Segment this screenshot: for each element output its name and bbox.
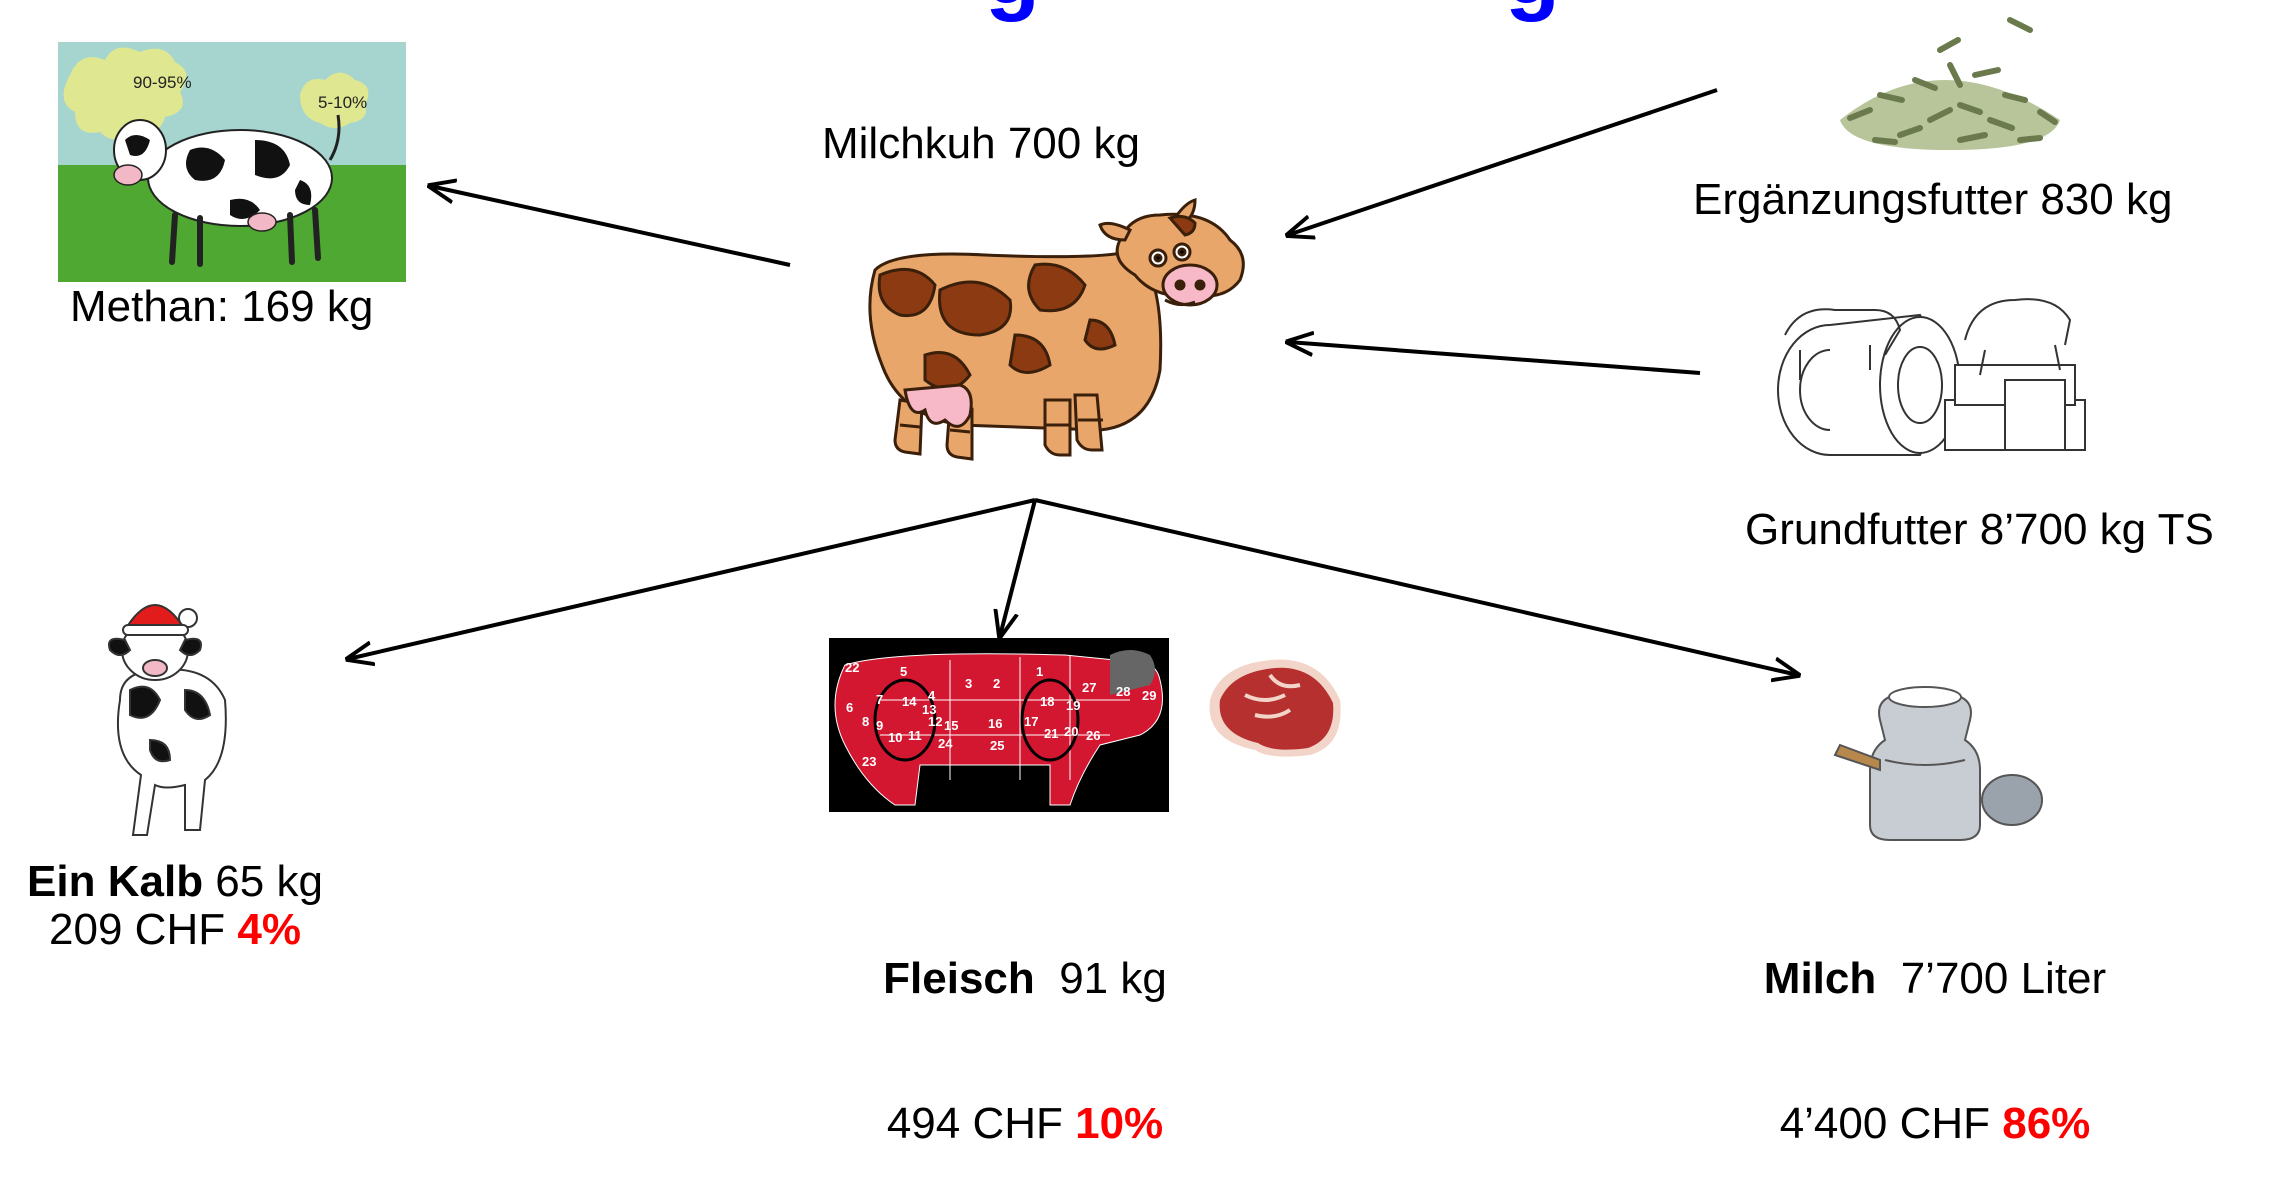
cut-num: 11 [908, 728, 922, 743]
calf-line-1: Ein Kalb 65 kg [0, 858, 350, 906]
cut-num: 21 [1044, 726, 1058, 741]
cut-num: 19 [1066, 698, 1080, 713]
methane-label: Methan: 169 kg [70, 283, 373, 331]
cut-num: 27 [1082, 680, 1096, 695]
cut-num: 4 [928, 688, 936, 703]
arrow-roughage-to-cow [1288, 342, 1700, 373]
arrow-supplement-to-cow [1288, 90, 1717, 235]
cut-num: 2 [993, 676, 1000, 691]
milk-output: Milch 7’700 Liter 4’400 CHF 86% [1735, 858, 2135, 1197]
cut-num: 8 [862, 714, 869, 729]
milk-line-1: Milch 7’700 Liter [1735, 955, 2135, 1003]
cut-num: 25 [990, 738, 1004, 753]
arrow-cow-to-calf [348, 500, 1035, 659]
milk-line-2: 4’400 CHF 86% [1735, 1100, 2135, 1148]
arrow-cow-to-methane [430, 186, 790, 265]
calf-output: Ein Kalb 65 kg 209 CHF 4% [0, 858, 350, 955]
cut-num: 20 [1064, 724, 1078, 739]
milk-amount: 7’700 Liter [1876, 954, 2106, 1003]
meat-line-1: Fleisch 91 kg [850, 955, 1200, 1003]
meat-output: Fleisch 91 kg 494 CHF 10% [850, 858, 1200, 1197]
cut-num: 9 [876, 718, 883, 733]
meat-weight: 91 kg [1035, 954, 1167, 1003]
cut-num: 24 [938, 736, 953, 751]
cut-num: 29 [1142, 688, 1156, 703]
milk-share: 86% [2002, 1099, 2090, 1148]
calf-value: 209 CHF [49, 905, 237, 954]
cut-num: 22 [845, 660, 859, 675]
cut-num: 28 [1116, 684, 1130, 699]
milk-name: Milch [1764, 954, 1876, 1003]
arrow-cow-to-meat [1000, 500, 1035, 636]
pellets-image [1840, 20, 2060, 150]
roughage-label: Grundfutter 8’700 kg TS [1745, 506, 2214, 554]
cut-num: 14 [902, 694, 917, 709]
meat-value: 494 CHF [887, 1099, 1075, 1148]
cut-num: 7 [876, 692, 883, 707]
cut-num: 16 [988, 716, 1002, 731]
supplement-label: Ergänzungsfutter 830 kg [1693, 176, 2172, 224]
cut-num: 23 [862, 754, 876, 769]
cut-num: 17 [1024, 714, 1038, 729]
steak-image [1210, 660, 1341, 757]
meat-share: 10% [1075, 1099, 1163, 1148]
cut-num: 26 [1086, 728, 1100, 743]
cow-label: Milchkuh 700 kg [822, 120, 1140, 168]
cut-num: 18 [1040, 694, 1054, 709]
cut-num: 15 [944, 718, 958, 733]
hay-bales-image [1770, 282, 2110, 472]
milk-can-image [1835, 687, 2042, 840]
calf-weight: 65 kg [203, 857, 323, 906]
cut-num: 6 [846, 700, 853, 715]
methane-cow-image [58, 42, 406, 282]
milk-value: 4’400 CHF [1780, 1099, 2003, 1148]
dairy-cow-illustration [870, 200, 1243, 459]
calf-share: 4% [237, 905, 301, 954]
cut-num: 3 [965, 676, 972, 691]
cut-num: 12 [928, 714, 942, 729]
cut-num: 5 [900, 664, 907, 679]
calf-name: Ein Kalb [27, 857, 203, 906]
calf-image [109, 605, 226, 835]
cut-num: 10 [888, 730, 902, 745]
meat-line-2: 494 CHF 10% [850, 1100, 1200, 1148]
cut-num: 1 [1036, 664, 1043, 679]
meat-name: Fleisch [883, 954, 1035, 1003]
methane-cloud-label-left: 90-95% [133, 73, 192, 92]
calf-line-2: 209 CHF 4% [0, 906, 350, 954]
methane-cloud-label-right: 5-10% [318, 93, 367, 112]
